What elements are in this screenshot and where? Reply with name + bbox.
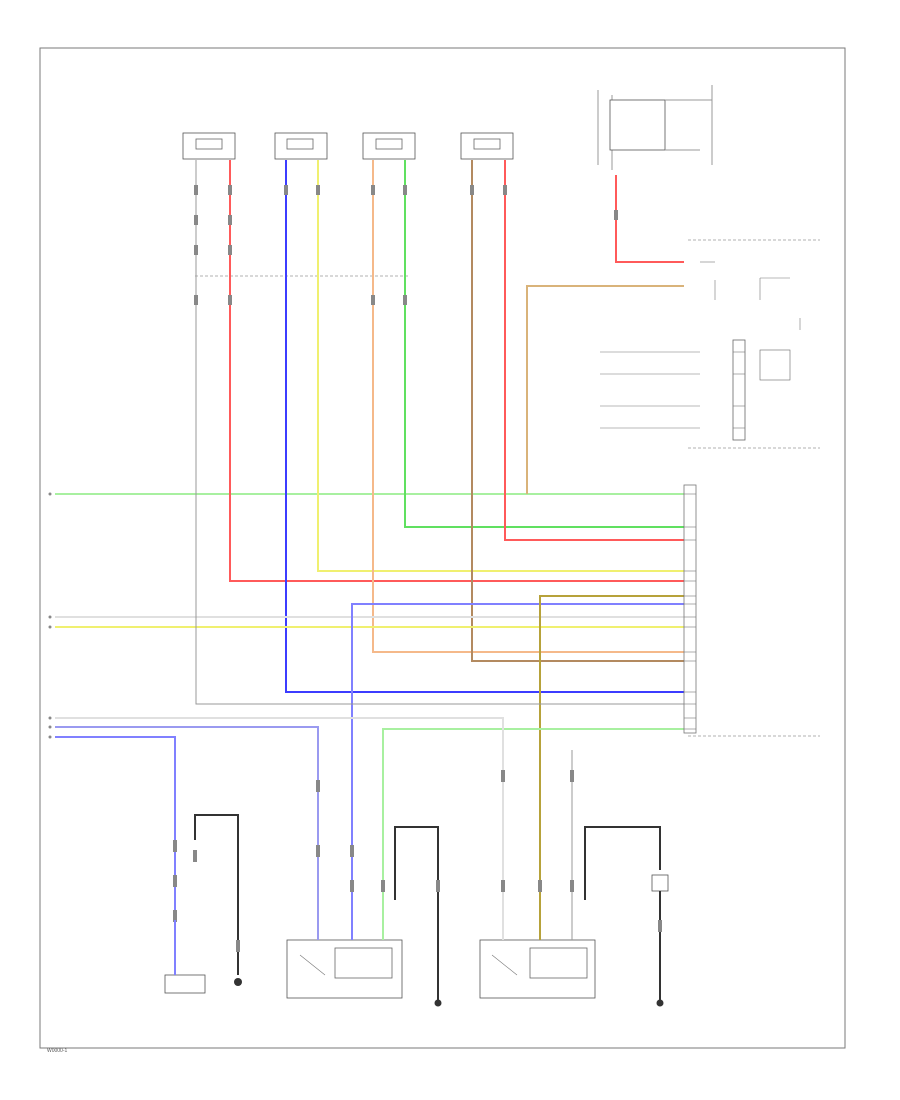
instrument-cluster-connector [600,339,791,441]
ground-bus [195,160,684,900]
relay-block [700,261,801,330]
wire-white-2 [55,717,504,900]
sensor-connector-4 [460,132,514,160]
ground-point-left [193,814,242,986]
driver-seat-belt-pretensioner [286,780,442,1007]
sensor-connector-2 [274,132,328,160]
wire-brown [471,160,684,662]
wire-yellow [317,160,684,572]
pin-markers [194,185,618,305]
wire-olive [539,595,684,900]
sensor-connector-3 [362,132,416,160]
wire-blue [285,160,684,693]
wire-red-2 [504,160,684,541]
wire-orange [372,160,684,653]
wire-blue-3 [55,726,319,900]
hot-at-all-times-source [597,85,713,170]
wire-light-green-2 [382,728,684,900]
passenger-seat-belt-pretensioner [479,770,669,1007]
wire-red-3 [615,175,684,263]
wire-blue-2 [351,603,684,780]
sdm-module-connector [683,484,697,734]
wire-harness [55,160,684,920]
diagram-frame [39,47,846,1049]
sensor-connector-1 [182,132,236,160]
left-pin-markers [48,492,52,739]
buckle-switch [164,840,206,994]
wire-tan [526,285,684,494]
page-code: W0000-1 [47,1048,68,1054]
wire-blue-4 [55,736,176,920]
wire-green [404,160,684,528]
